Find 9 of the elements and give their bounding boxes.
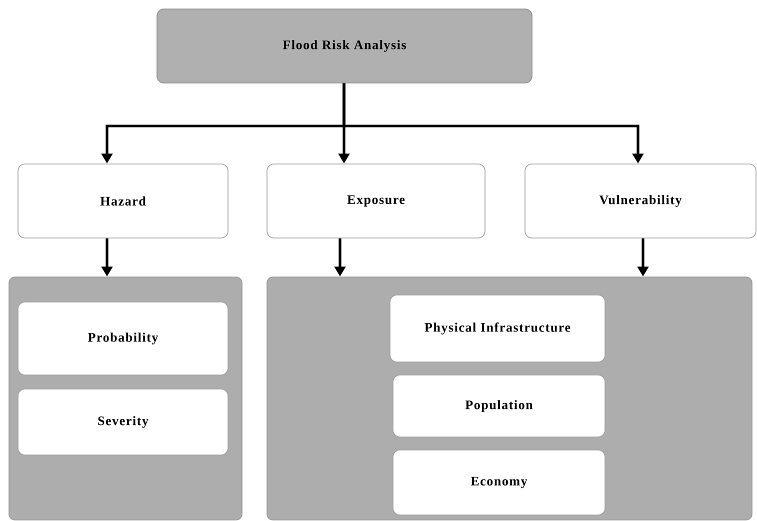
process-box: Vulnerability xyxy=(524,164,756,238)
process-box: Hazard xyxy=(18,164,228,238)
process-box: Severity xyxy=(18,388,228,456)
title-box: Flood Risk Analysis xyxy=(156,8,532,84)
process-box: Probability xyxy=(18,302,228,376)
process-box: Population xyxy=(392,374,606,438)
process-box: Exposure xyxy=(266,164,486,238)
process-box: Physical Infrastructure xyxy=(390,294,606,362)
process-box: Economy xyxy=(392,450,606,516)
